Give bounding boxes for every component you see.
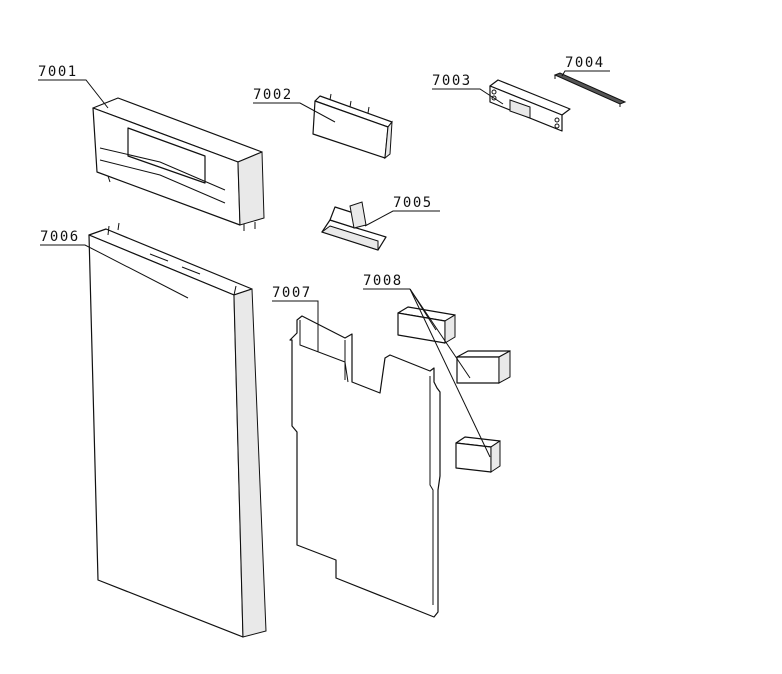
label-7008: 7008 <box>363 273 403 289</box>
leader-7008-b <box>409 288 471 379</box>
label-7002: 7002 <box>253 87 293 103</box>
leader-7003 <box>432 88 504 105</box>
part-7007-insulation-sheet <box>289 315 441 618</box>
part-7003-pcb-board <box>489 79 571 132</box>
leader-7004 <box>561 70 610 77</box>
part-7005-door-latch <box>320 201 387 251</box>
leader-7007 <box>272 300 319 352</box>
label-7001: 7001 <box>38 64 78 80</box>
label-7006: 7006 <box>40 229 80 245</box>
part-7008-foam-blocks <box>397 306 511 473</box>
leader-7006 <box>40 244 189 299</box>
label-7004: 7004 <box>565 55 605 71</box>
foam-block-3 <box>455 436 501 473</box>
foam-block-1 <box>397 306 456 344</box>
label-7007: 7007 <box>272 285 312 301</box>
leader-7001 <box>38 79 109 109</box>
leader-7002 <box>253 102 336 123</box>
foam-block-2 <box>456 350 511 384</box>
label-7005: 7005 <box>393 195 433 211</box>
part-7006-outer-door-panel <box>88 222 267 638</box>
leader-7008-c <box>409 288 491 458</box>
label-7003: 7003 <box>432 73 472 89</box>
leader-7005 <box>364 210 440 227</box>
part-7002-display-board <box>312 93 393 160</box>
part-7001-control-panel <box>92 97 265 231</box>
part-7004-light-strip <box>553 72 627 107</box>
